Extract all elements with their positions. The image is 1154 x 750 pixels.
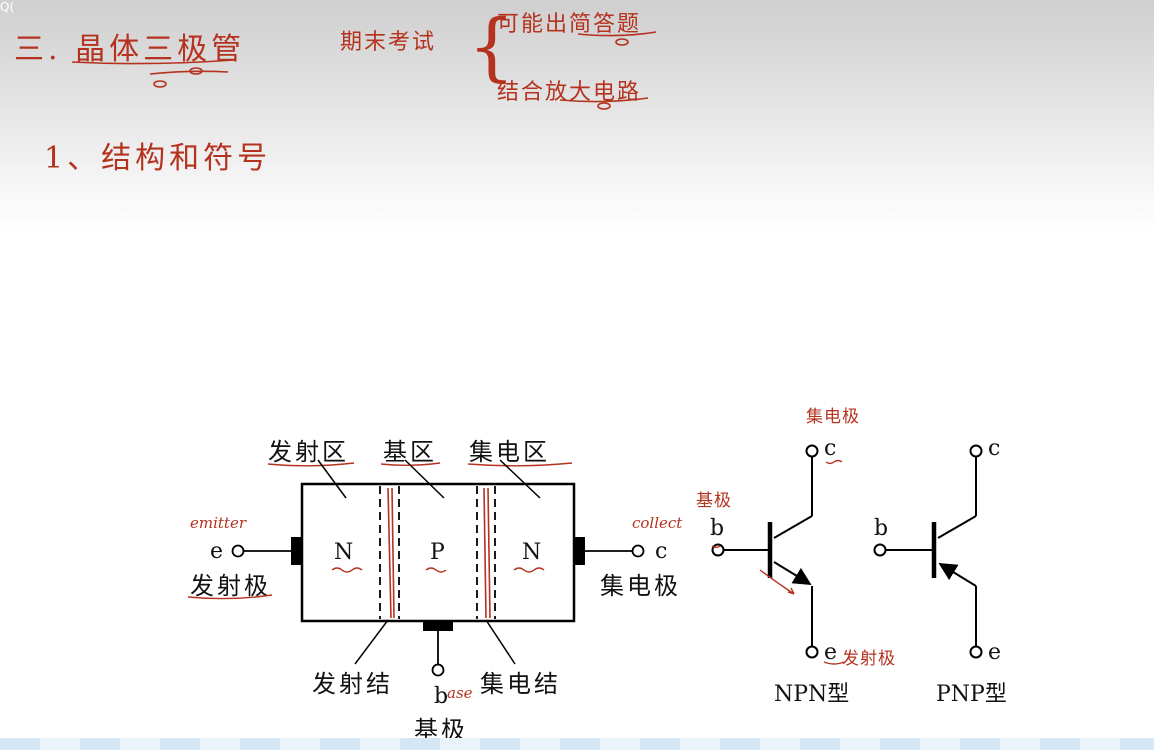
pnp-b-label: b — [874, 516, 889, 541]
emitter-contact — [291, 537, 303, 565]
npn-red-marks — [711, 459, 845, 665]
top-gradient-band — [0, 0, 1154, 230]
emitter-junction-label: 发射结 — [312, 670, 393, 698]
pnp-caption: PNP型 — [936, 682, 1007, 707]
pnp-c-label: c — [988, 436, 1001, 461]
note-underlines — [71, 31, 657, 110]
curly-brace: { — [468, 4, 516, 90]
collector-junction-pointer — [485, 619, 516, 665]
collector-contact — [573, 537, 585, 565]
pnp-e-label: e — [988, 640, 1002, 665]
exam-label: 期末考试 — [340, 30, 437, 55]
base-region-pointer — [404, 459, 445, 499]
npn-e-label: e — [824, 640, 838, 665]
collector-region-pointer — [499, 459, 541, 499]
base-terminal — [431, 663, 445, 677]
emitter-annotation: emitter — [190, 514, 247, 532]
npn-caption: NPN型 — [774, 682, 850, 707]
emitter-region-pointer — [317, 459, 347, 499]
npn-collector-note: 集电极 — [806, 407, 860, 427]
subsection-title: 1、结构和符号 — [44, 141, 272, 176]
emitter-electrode-label: 发射极 — [190, 572, 271, 600]
npn-base-note: 基极 — [696, 491, 732, 511]
p-mid-label: P — [430, 540, 445, 565]
collector-electrode-label: 集电极 — [600, 572, 681, 600]
semiconductor-block — [300, 482, 576, 623]
collector-region-label: 集电区 — [469, 438, 550, 466]
emitter-junction-pointer — [354, 619, 389, 665]
bottom-decoration — [0, 738, 1154, 750]
base-region-label: 基区 — [383, 438, 437, 466]
base-annotation: ase — [447, 684, 473, 702]
n-left-label: N — [334, 540, 354, 565]
c-terminal-label: c — [655, 539, 668, 564]
e-terminal-label: e — [210, 539, 224, 564]
collector-terminal — [631, 544, 645, 558]
junction-highlights — [387, 487, 491, 619]
npn-emitter-note: 发射极 — [842, 649, 896, 669]
b-terminal-label: b — [434, 684, 449, 709]
n-right-label: N — [522, 540, 542, 565]
npn-c-label: c — [824, 436, 837, 461]
collector-junction-label: 集电结 — [480, 670, 561, 698]
npn-squiggles — [331, 567, 545, 573]
npn-symbol — [711, 444, 819, 659]
base-contact — [423, 621, 453, 631]
collector-annotation: collect — [632, 514, 683, 532]
emitter-terminal — [231, 544, 245, 558]
emitter-region-label: 发射区 — [268, 438, 349, 466]
pnp-symbol — [873, 444, 983, 659]
npn-b-label: b — [710, 516, 725, 541]
exam-item-1: 可能出简答题 — [497, 12, 642, 37]
corner-mark: Q( — [0, 0, 15, 14]
